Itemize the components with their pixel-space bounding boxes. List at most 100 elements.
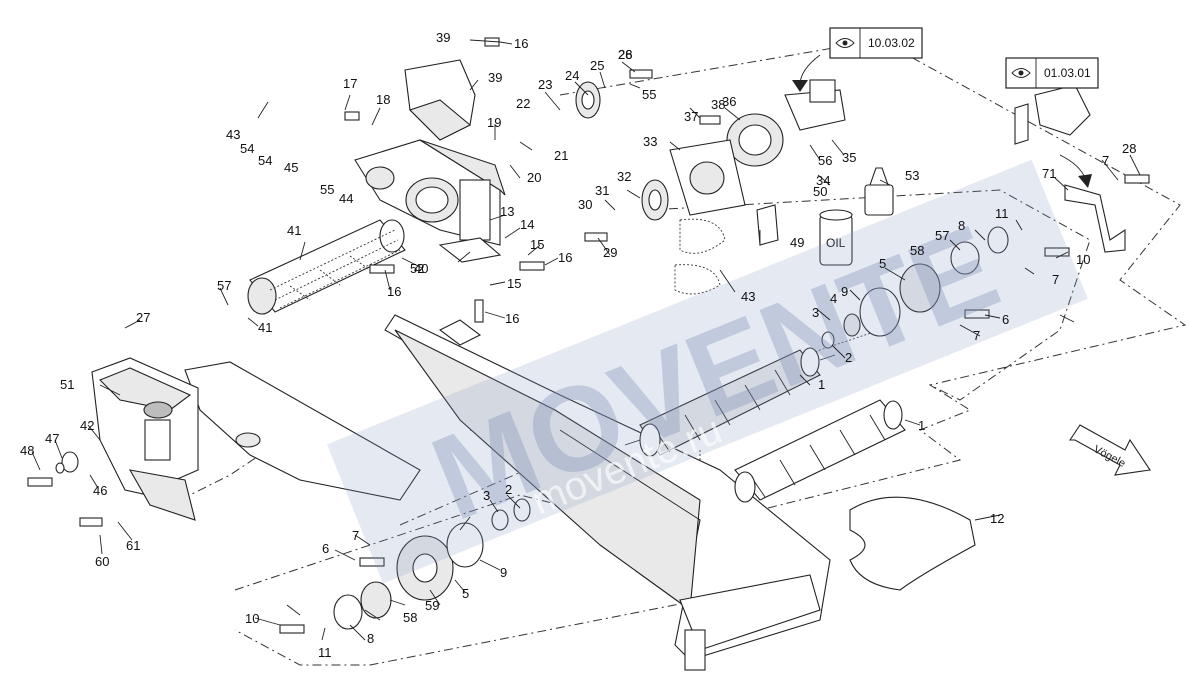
callout-label: 31 (595, 183, 609, 198)
sprocket-24 (575, 81, 601, 119)
callout-label: 41 (258, 320, 272, 335)
callout-label: 71 (1042, 166, 1056, 181)
mesh-roller (247, 219, 406, 315)
reference-box-top: 10.03.02 (792, 27, 923, 92)
callout-label: 6 (1002, 312, 1009, 327)
callout-label: 9 (500, 565, 507, 580)
callout-label: 59 (425, 598, 439, 613)
callout-label: 57 (935, 228, 949, 243)
auger-roller-front (624, 347, 836, 457)
callout-label: 28 (1122, 141, 1136, 156)
callout-label: 56 (818, 153, 832, 168)
callout-label: 2 (505, 482, 512, 497)
callout-label: 11 (995, 206, 1009, 221)
callout-label: 41 (287, 223, 301, 238)
callout-label: 43 (226, 127, 240, 142)
sprocket-31 (641, 179, 669, 221)
callout-label: 26 (618, 47, 632, 62)
cover-38 (404, 59, 476, 141)
callout-label: 40 (414, 261, 428, 276)
callout-label: 7 (1052, 272, 1059, 287)
mount-plate-32 (669, 139, 746, 216)
callout-label: 20 (527, 170, 541, 185)
callout-label: 38 (711, 97, 725, 112)
bracket-48 (756, 204, 779, 246)
callout-label: 14 (520, 217, 534, 232)
callout-label: 7 (973, 328, 980, 343)
callout-label: 54 (240, 141, 254, 156)
reference-box-right: 01.03.01 (1005, 57, 1099, 188)
callout-label: 39 (436, 30, 450, 45)
callout-label: 2 (845, 350, 852, 365)
right-bearing-group (821, 226, 1009, 349)
callout-label: 58 (910, 243, 924, 258)
callout-label: 1 (918, 418, 925, 433)
callout-label: 7 (352, 528, 359, 543)
callout-label: 47 (45, 431, 59, 446)
callout-label: 4 (830, 291, 837, 306)
callout-label: 5 (879, 256, 886, 271)
callout-label: 43 (741, 289, 755, 304)
callout-label: 30 (578, 197, 592, 212)
callout-label: 28 (618, 47, 632, 62)
callout-label: 8 (367, 631, 374, 646)
sensor-block (1014, 84, 1091, 145)
callout-label: 8 (958, 218, 965, 233)
axis-line-rollers (639, 329, 881, 441)
callout-label: 54 (258, 153, 272, 168)
callout-label: 34 (816, 173, 830, 188)
callout-label: 60 (95, 554, 109, 569)
assembly-outline-right (649, 189, 1091, 401)
callout-label: 18 (376, 92, 390, 107)
bracket-61 (1064, 184, 1126, 253)
assembly-outline-left (119, 454, 261, 501)
callout-label: 15 (530, 237, 544, 252)
belt (849, 496, 976, 591)
callout-label: 55 (642, 87, 656, 102)
auger-roller-rear (734, 399, 906, 503)
callout-label: 53 (905, 168, 919, 183)
oil-can: OIL (819, 209, 853, 266)
callout-label: 6 (322, 541, 329, 556)
callout-label: 17 (343, 76, 357, 91)
callout-label: 3 (812, 305, 819, 320)
callout-label: 23 (538, 77, 552, 92)
callout-label: 35 (842, 150, 856, 165)
callout-label: 29 (603, 245, 617, 260)
callout-label: 51 (60, 377, 74, 392)
callout-label: 21 (554, 148, 568, 163)
callout-label: 61 (126, 538, 140, 553)
callout-label: 5 (462, 586, 469, 601)
chain-42 (674, 218, 726, 295)
callout-label: 39 (488, 70, 502, 85)
conveyor-frame (384, 314, 831, 671)
callout-label: 16 (514, 36, 528, 51)
callout-label: 16 (387, 284, 401, 299)
callout-label: 55 (320, 182, 334, 197)
callout-label: 50 (813, 184, 827, 199)
side-plate (184, 361, 421, 501)
callout-label: 57 (217, 278, 231, 293)
callout-label: 10 (245, 611, 259, 626)
callout-label: 46 (93, 483, 107, 498)
reference-code-top: 10.03.02 (868, 36, 915, 50)
callout-label: 58 (403, 610, 417, 625)
gasket-51 (438, 237, 502, 263)
callout-label: 52 (410, 261, 424, 276)
callout-label: 13 (500, 204, 514, 219)
callout-label: 16 (505, 311, 519, 326)
callout-label: 24 (565, 68, 579, 83)
left-bearing-group (333, 498, 531, 630)
callout-label: 7 (1102, 153, 1109, 168)
bearing-bracket (91, 357, 199, 521)
drive-housing (354, 139, 506, 246)
reference-code-right: 01.03.01 (1044, 66, 1091, 80)
callout-label: 27 (136, 310, 150, 325)
callout-label: 48 (20, 443, 34, 458)
callout-label: 9 (841, 284, 848, 299)
callout-label: 37 (684, 109, 698, 124)
callout-label: 12 (990, 511, 1004, 526)
grease-tube-52 (864, 167, 894, 216)
callout-label: 33 (643, 134, 657, 149)
